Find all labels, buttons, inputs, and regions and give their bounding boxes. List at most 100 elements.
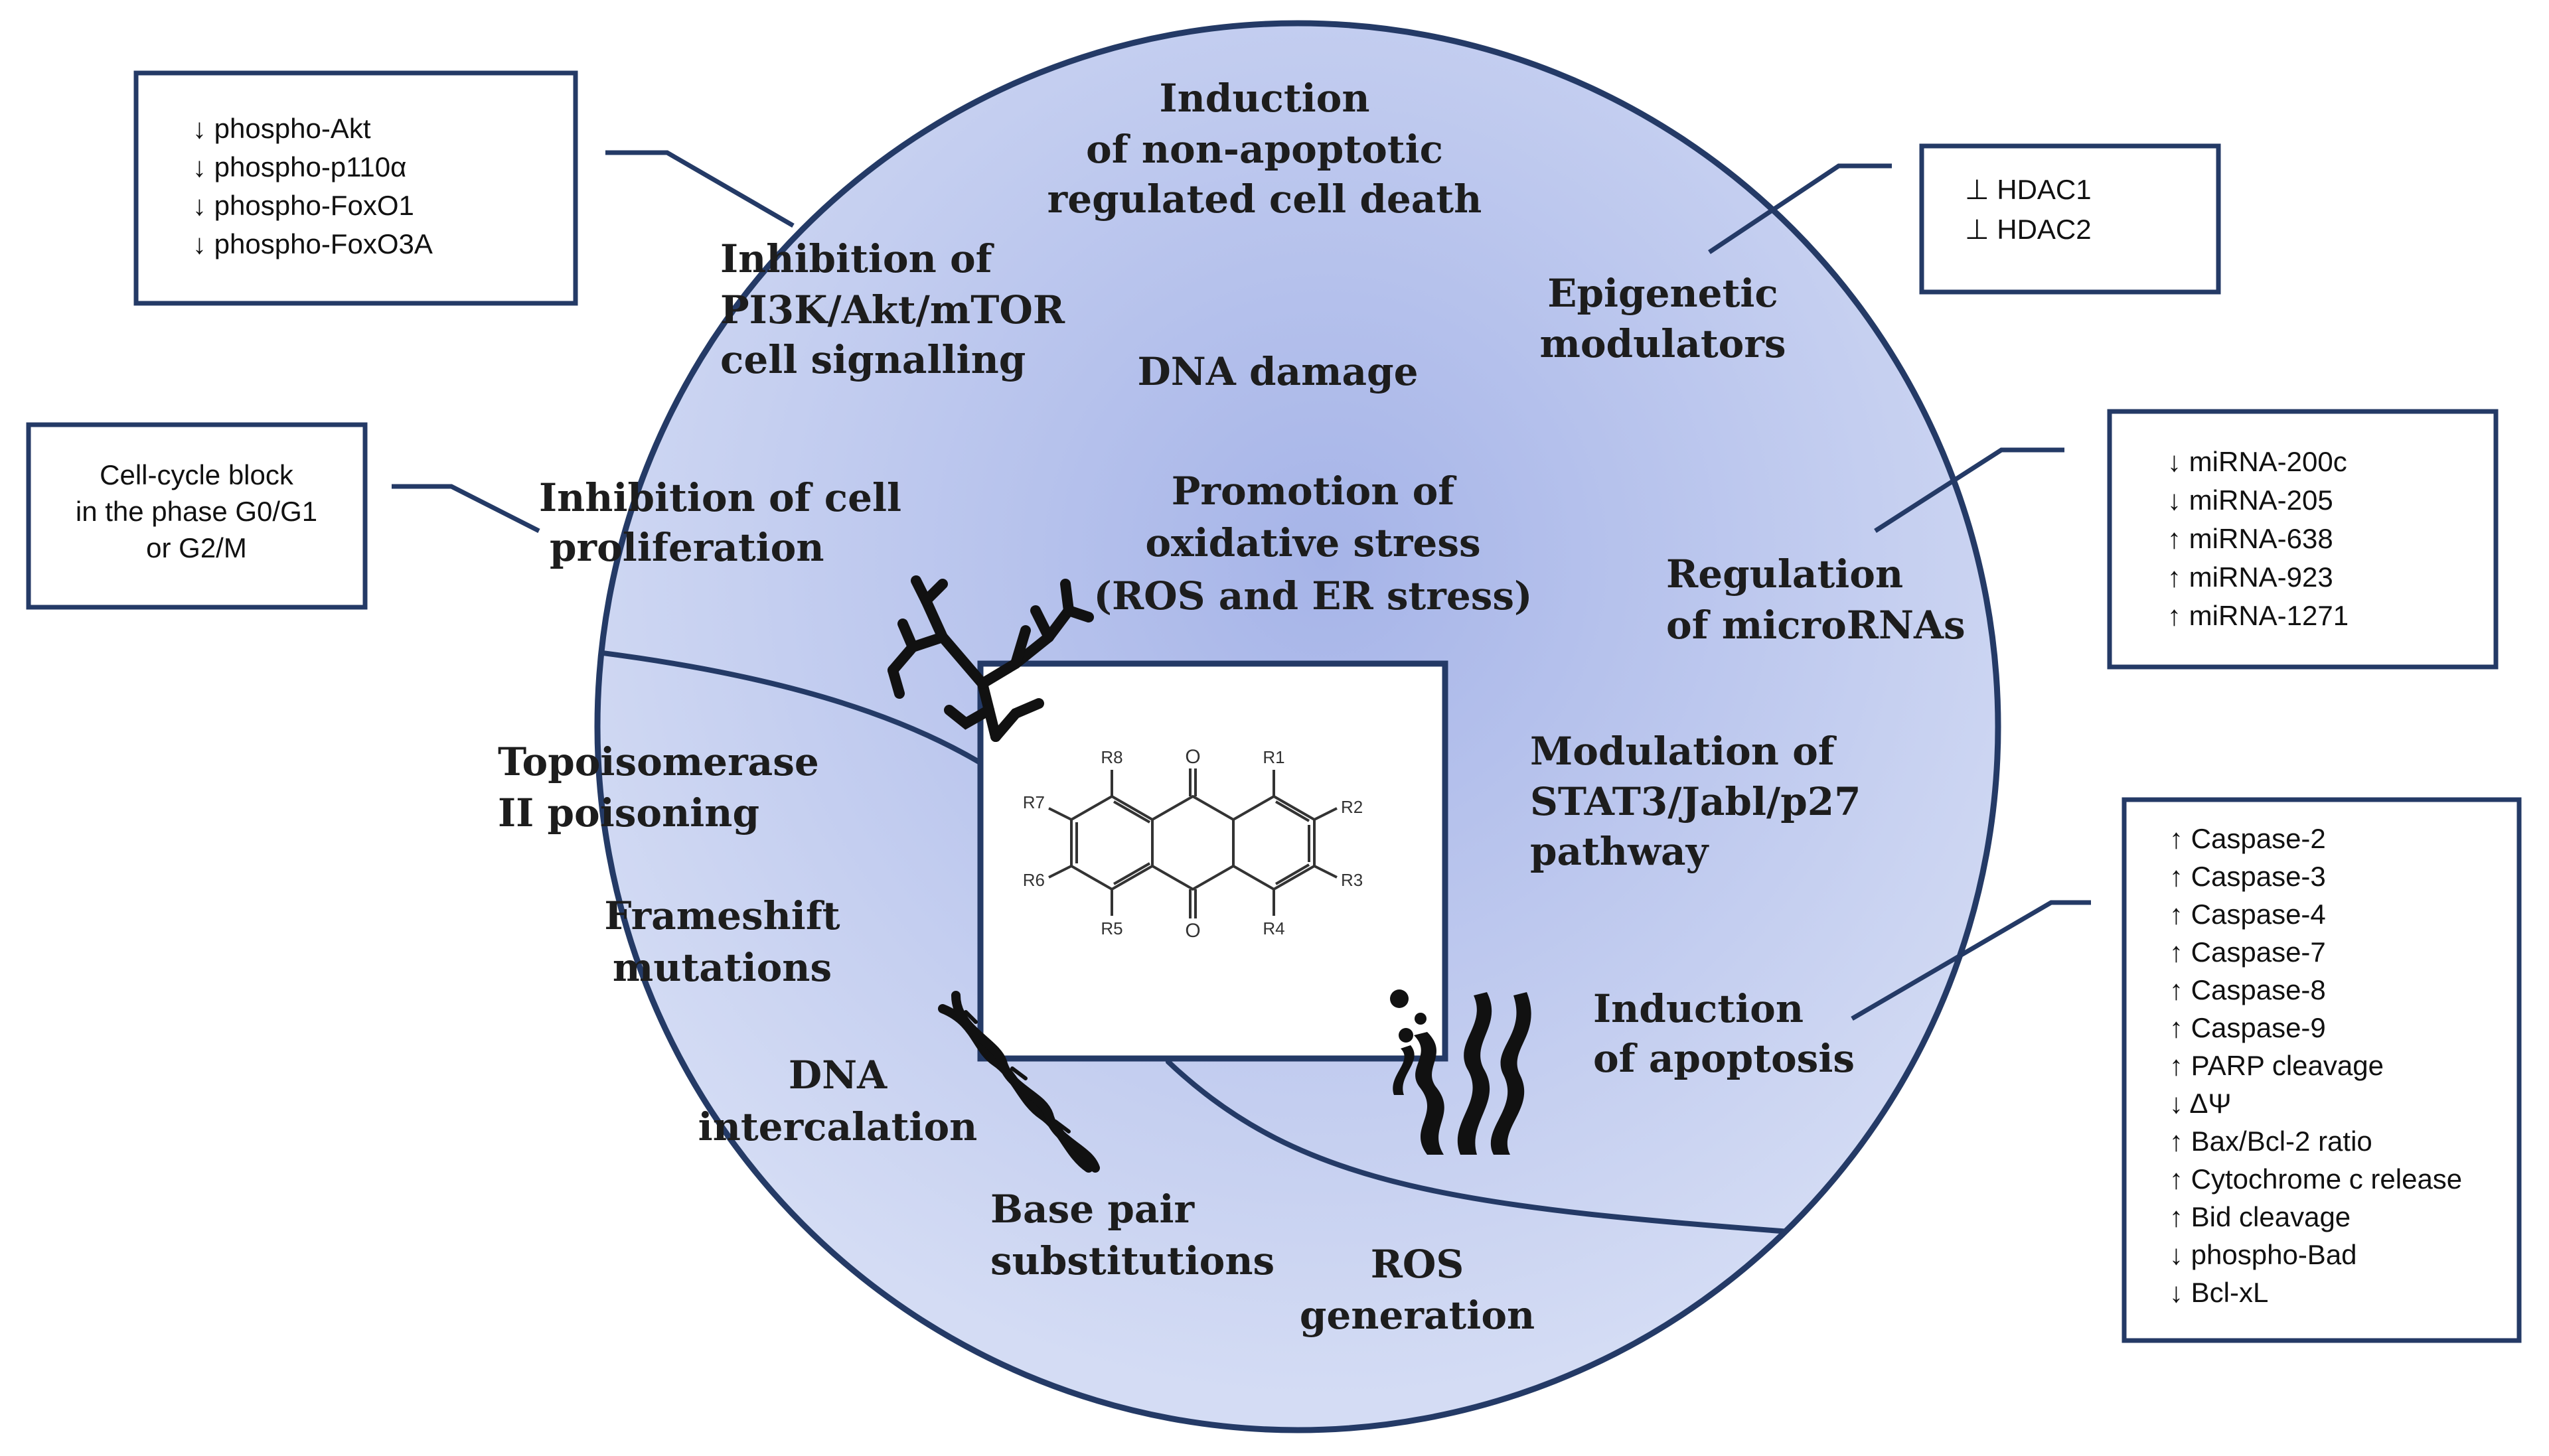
box-line: ↓ phospho-Akt (193, 113, 371, 144)
box-line: ↓ phospho-FoxO1 (193, 190, 414, 221)
leader-apoptosis (1851, 900, 2091, 1021)
label-line: regulated cell death (1047, 177, 1482, 222)
label-line: generation (1300, 1293, 1535, 1338)
callout-frame (26, 422, 368, 610)
label-line: modulators (1539, 321, 1786, 366)
label-line: Induction (1593, 986, 1804, 1031)
box-line: ↑ miRNA-923 (2167, 561, 2333, 593)
label-ros-generation: ROS generation (1300, 1242, 1535, 1338)
label-line: (ROS and ER stress) (1094, 573, 1533, 619)
box-line: ↑ Caspase-3 (2169, 861, 2326, 892)
box-line: ↑ miRNA-1271 (2167, 600, 2349, 631)
label-line: Base pair (990, 1187, 1196, 1232)
label-line: of apoptosis (1593, 1036, 1855, 1081)
box-line: or G2/M (146, 532, 247, 563)
label-line: Inhibition of (720, 236, 995, 281)
label-pi3k: Inhibition of PI3K/Akt/mTOR cell signall… (720, 236, 1065, 382)
leader-akt (605, 150, 795, 228)
label-topoisomerase: Topoisomerase II poisoning (498, 739, 819, 836)
callout-apoptosis-box: ↑ Caspase-2 ↑ Caspase-3 ↑ Caspase-4 ↑ Ca… (2122, 797, 2522, 1343)
box-line: ↑ PARP cleavage (2169, 1050, 2384, 1081)
label-line: pathway (1530, 829, 1710, 874)
box-line: ↑ Caspase-4 (2169, 899, 2326, 930)
label-dna-damage: DNA damage (1137, 349, 1418, 394)
box-line: ↑ Caspase-2 (2169, 823, 2326, 854)
callout-frame (2122, 797, 2522, 1343)
leader-hdac (1708, 163, 1892, 254)
box-line: ↑ Cytochrome c release (2169, 1163, 2462, 1195)
box-line: ↑ Caspase-9 (2169, 1012, 2326, 1043)
carbonyl-top-oxygen: O (1185, 746, 1200, 768)
molecule-labels: O O R8 R1 R7 R2 R6 R3 R5 R4 (1023, 746, 1363, 942)
label-micrornas: Regulation of microRNAs (1666, 551, 1966, 648)
callout-akt-box: ↓ phospho-Akt ↓ phospho-p110α ↓ phospho-… (133, 70, 578, 306)
callout-frame (133, 70, 578, 306)
label-line: Induction (1159, 76, 1369, 121)
leader-mirna (1874, 447, 2064, 533)
label-line: of microRNAs (1666, 603, 1966, 648)
label-line: STAT3/Jabl/p27 (1530, 779, 1861, 824)
label-line: Inhibition of cell (539, 475, 901, 520)
box-line: ⊥ HDAC1 (1965, 174, 2092, 205)
box-line: Cell-cycle block (100, 459, 294, 490)
box-line: ↓ Bcl-xL (2169, 1277, 2268, 1308)
label-oxidative-stress: Promotion of oxidative stress (ROS and E… (1094, 469, 1533, 619)
substituent-r7: R7 (1023, 792, 1045, 812)
box-line: in the phase G0/G1 (76, 496, 317, 527)
label-line: ROS (1371, 1242, 1464, 1287)
box-line: ↓ miRNA-205 (2167, 484, 2333, 516)
carbonyl-bottom-oxygen: O (1185, 920, 1200, 942)
substituent-r4: R4 (1263, 918, 1284, 938)
molecule-frame (977, 660, 1448, 1062)
label-line: II poisoning (498, 790, 759, 836)
substituent-r8: R8 (1101, 747, 1122, 767)
box-line: ↑ Bax/Bcl-2 ratio (2169, 1126, 2372, 1157)
label-line: proliferation (550, 525, 824, 570)
label-line: PI3K/Akt/mTOR (720, 287, 1065, 332)
label-line: mutations (613, 945, 832, 990)
box-line: ↓ ΔΨ (2169, 1088, 2232, 1119)
label-stat3: Modulation of STAT3/Jabl/p27 pathway (1530, 729, 1861, 874)
leader-cell-cycle (392, 484, 540, 534)
label-line: oxidative stress (1145, 520, 1480, 565)
label-line: Modulation of (1530, 729, 1837, 774)
label-frameshift: Frameshift mutations (604, 893, 840, 990)
label-line: Topoisomerase (498, 739, 819, 784)
callout-mirna-box: ↓ miRNA-200c ↓ miRNA-205 ↑ miRNA-638 ↑ m… (2107, 409, 2499, 670)
label-line: DNA damage (1137, 349, 1418, 394)
label-line: Frameshift (604, 893, 840, 938)
dna-helix-icon (938, 991, 1100, 1173)
box-line: ↓ phospho-FoxO3A (193, 228, 433, 259)
substituent-r3: R3 (1341, 870, 1363, 890)
box-line: ↓ phospho-p110α (193, 151, 406, 182)
box-line: ↓ miRNA-200c (2167, 446, 2347, 477)
seaweed-icon (1390, 989, 1531, 1155)
substituent-r1: R1 (1263, 747, 1284, 767)
substituent-r2: R2 (1341, 797, 1363, 817)
box-line: ↑ Caspase-7 (2169, 936, 2326, 968)
substituent-r5: R5 (1101, 918, 1122, 938)
label-line: DNA (789, 1053, 888, 1098)
callout-cell-cycle-box: Cell-cycle block in the phase G0/G1 or G… (26, 422, 368, 610)
coral-icon (888, 575, 1094, 742)
label-line: of non-apoptotic (1086, 127, 1443, 172)
callout-hdac-box: ⊥ HDAC1 ⊥ HDAC2 (1919, 143, 2221, 295)
box-line: ↑ Caspase-8 (2169, 974, 2326, 1005)
substituent-r6: R6 (1023, 870, 1045, 890)
callout-frame (2107, 409, 2499, 670)
label-proliferation: Inhibition of cell proliferation (539, 475, 901, 570)
label-base-pair: Base pair substitutions (990, 1187, 1274, 1283)
box-line: ↓ phospho-Bad (2169, 1239, 2357, 1270)
label-intercalation: DNA intercalation (698, 1053, 978, 1149)
callout-frame (1919, 143, 2221, 295)
label-line: substitutions (990, 1238, 1274, 1283)
label-epigenetic: Epigenetic modulators (1539, 271, 1786, 366)
box-line: ↑ Bid cleavage (2169, 1201, 2351, 1232)
box-line: ⊥ HDAC2 (1965, 214, 2092, 245)
label-line: Regulation (1666, 551, 1903, 597)
anthraquinone-structure (1048, 768, 1338, 918)
label-line: Epigenetic (1547, 271, 1778, 316)
label-line: Promotion of (1172, 469, 1457, 514)
label-line: intercalation (698, 1104, 978, 1149)
